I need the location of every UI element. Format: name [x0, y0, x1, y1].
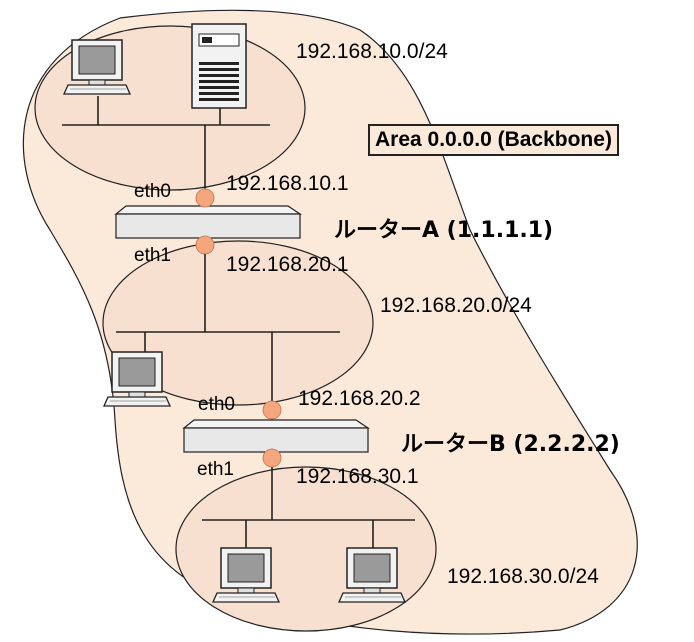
server-icon	[191, 23, 247, 109]
router-a-box	[114, 205, 302, 239]
network-20-label: 192.168.20.0/24	[380, 294, 532, 317]
pc-20-icon	[103, 351, 171, 407]
router-b-eth1-dot	[262, 448, 282, 468]
router-b-eth0-dot	[262, 400, 282, 420]
router-a-eth0-label: eth0	[134, 181, 171, 202]
area-label: Area 0.0.0.0 (Backbone)	[368, 124, 619, 156]
router-a-eth1-ip: 192.168.20.1	[226, 253, 349, 276]
router-a-label: ルーターA (1.1.1.1)	[334, 218, 554, 243]
pc-30b-icon	[338, 547, 406, 603]
network-30-label: 192.168.30.0/24	[447, 565, 599, 588]
network-10-label: 192.168.10.0/24	[296, 40, 448, 63]
router-a-eth1-dot	[195, 235, 215, 255]
router-a-eth1-label: eth1	[134, 245, 171, 266]
router-a-eth0-ip: 192.168.10.1	[226, 172, 349, 195]
router-b-eth0-label: eth0	[198, 394, 235, 415]
router-b-eth0-ip: 192.168.20.2	[298, 387, 421, 410]
router-b-label: ルーターB (2.2.2.2)	[401, 432, 620, 457]
router-a-eth0-dot	[195, 188, 215, 208]
subnet-20-ellipse	[102, 240, 374, 406]
router-b-eth1-ip: 192.168.30.1	[296, 465, 419, 488]
router-b-box	[182, 419, 370, 453]
router-b-eth1-label: eth1	[197, 459, 234, 480]
pc-10-icon	[63, 39, 131, 95]
pc-30a-icon	[212, 547, 280, 603]
